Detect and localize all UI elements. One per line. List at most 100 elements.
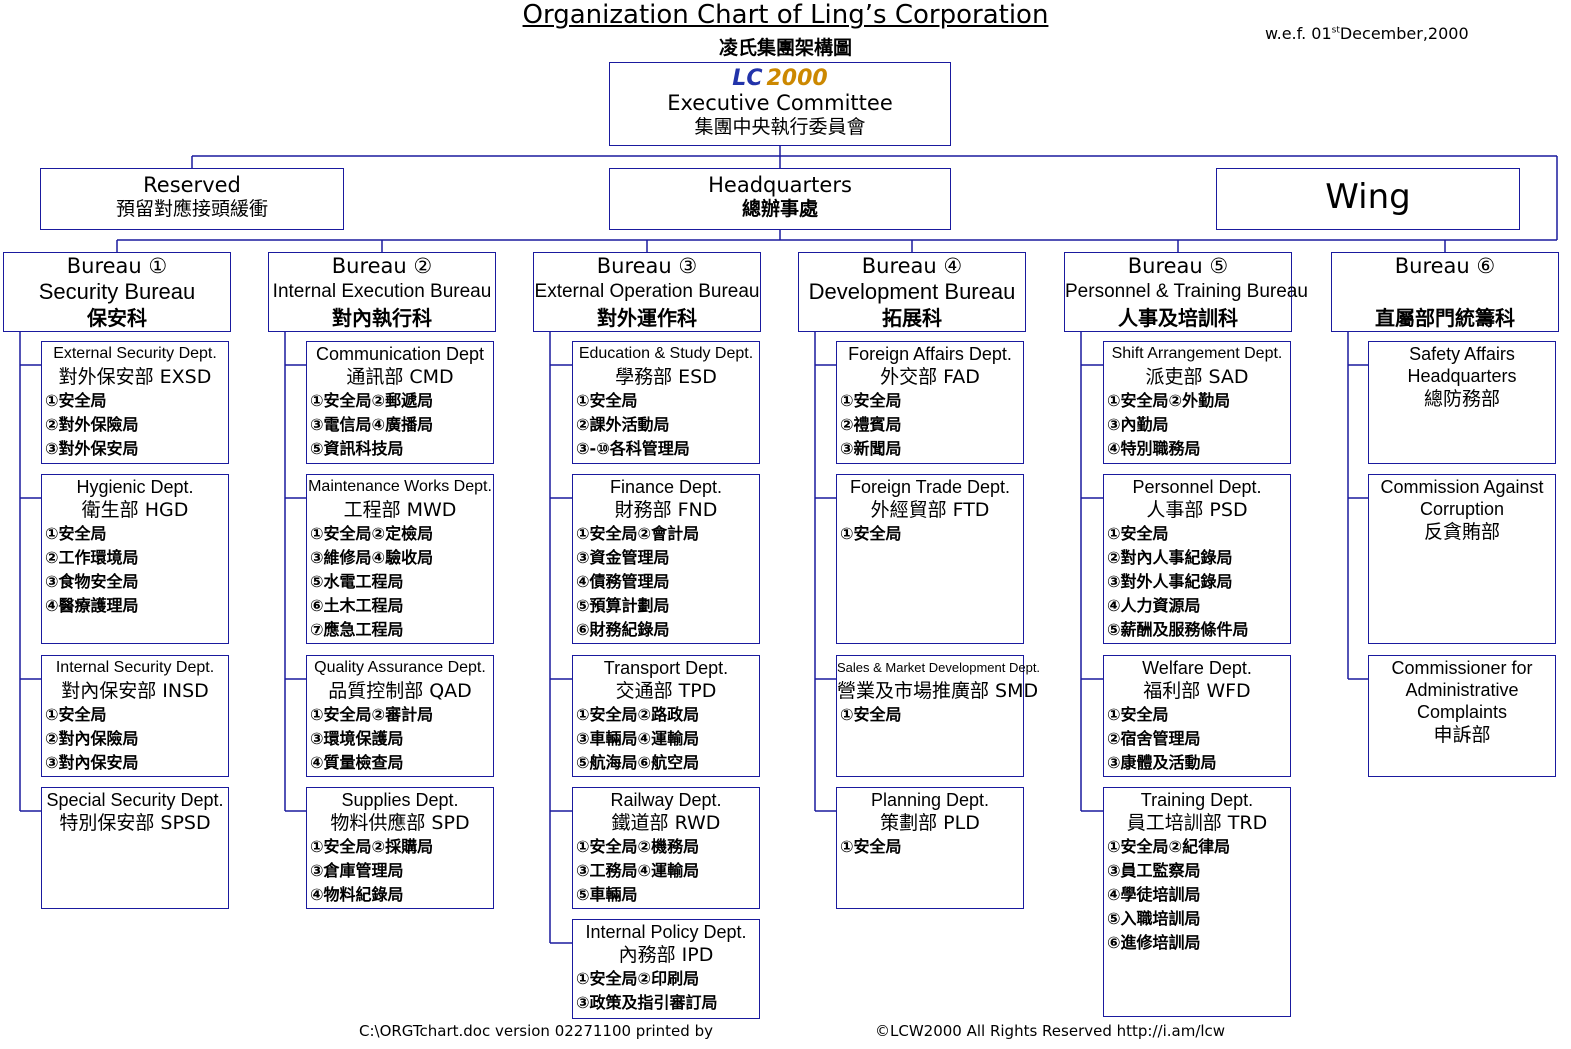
department-name-en: Welfare Dept. [1142,658,1252,678]
department-name-en: Personnel Dept. [1132,477,1262,497]
department-name-en: Sales & Market Development Dept. [837,660,1041,675]
department-name-en: Railway Dept. [610,790,722,810]
department-sub-bureau: ⑥財務紀錄局 [576,620,670,639]
department-name-zh: 交通部 TPD [615,680,717,702]
wing-label: Wing [1325,177,1411,217]
department-name-en: Education & Study Dept. [578,345,754,362]
department-sub-bureau: ⑤資訊科技局 [310,439,404,458]
department-sub-bureau: ①安全局 [1107,705,1169,724]
department-name-zh: 衛生部 HGD [81,499,189,521]
department-sub-bureau: ③電信局④廣播局 [310,415,434,434]
department-name-zh: 總防務部 [1423,388,1500,410]
department-name-en: Shift Arrangement Dept. [1111,345,1283,362]
footer-right: ©LCW2000 All Rights Reserved http://i.am… [875,1022,1226,1040]
department-sub-bureau: ③環境保護局 [310,729,404,748]
department-sub-bureau: ③員工監察局 [1107,861,1201,880]
bureau-name-en: Development Bureau [808,279,1016,304]
department-sub-bureau: ①安全局 [45,391,107,410]
headquarters-box: Headquarters 總辦事處 [609,168,951,230]
bureau-name-zh: 對外運作科 [597,306,697,330]
bureau-number: Bureau ④ [861,254,963,278]
department-name-en: Foreign Affairs Dept. [848,344,1012,364]
department-name-zh: 品質控制部 QAD [328,680,472,702]
department-name-zh: 反貪賄部 [1423,521,1500,543]
bureau-box: Bureau ② Internal Execution Bureau 對內執行科 [268,252,496,332]
department-sub-bureau: ③康體及活動局 [1107,753,1217,772]
department-sub-bureau: ⑤水電工程局 [310,572,404,591]
chart-title: Organization Chart of Ling’s Corporation [522,0,1049,30]
effective-date: w.e.f. 01stDecember,2000 [1265,24,1469,43]
department-name-zh: 工程部 MWD [343,499,457,521]
department-sub-bureau: ④人力資源局 [1107,596,1201,615]
footer-left: C:\ORGTchart.doc version 02271100 printe… [359,1022,713,1040]
bureau-name-zh: 保安科 [87,306,147,330]
department-name-zh: Headquarters [1407,366,1517,386]
department-name-zh: 員工培訓部 TRD [1126,812,1268,834]
department-sub-bureau: ①安全局②郵遞局 [310,391,434,410]
department-sub-bureau: ④物料紀錄局 [310,885,404,904]
department-sub-bureau: ③對外人事紀錄局 [1107,572,1233,591]
department-name-en: External Security Dept. [53,345,217,362]
department-box: Special Security Dept.特別保安部 SPSD [41,787,229,909]
department-name-en: Commissioner for [1391,658,1533,678]
department-sub-bureau: ⑤車輛局 [576,885,638,904]
department-sub-bureau: ①安全局②路政局 [576,705,700,724]
department-sub-bureau: ②對內人事紀錄局 [1107,548,1233,567]
department-name-zh: 學務部 ESD [615,366,717,388]
department-name-en: Safety Affairs [1409,344,1515,364]
bureau-number: Bureau ② [331,254,433,278]
department-sub-bureau: ①安全局②審計局 [310,705,434,724]
wing-box: Wing [1216,168,1520,230]
department-sub-bureau: ①安全局②紀律局 [1107,837,1231,856]
department-sub-bureau: ①安全局 [840,837,902,856]
department-name-en: Internal Security Dept. [55,659,215,676]
department-sub-bureau: ③政策及指引審訂局 [576,993,718,1012]
department-sub-bureau: ①安全局②印刷局 [576,969,700,988]
department-name-en: Training Dept. [1140,790,1254,810]
department-sub-bureau: ①安全局 [1107,524,1169,543]
department-sub-bureau: ⑥進修培訓局 [1107,933,1201,952]
department-name-zh: 鐵道部 RWD [611,812,721,834]
department-sub-bureau: ③內勤局 [1107,415,1169,434]
department-name-en: Supplies Dept. [341,790,459,810]
department-sub-bureau: ③-⑩各科管理局 [576,439,690,458]
department-sub-bureau: ①安全局 [45,705,107,724]
executive-committee-box: LC 2000 Executive Committee 集團中央執行委員會 [609,62,951,146]
department-name-zh: 內務部 IPD [618,944,714,966]
department-name-en: Commission Against [1380,477,1544,497]
department-name-zh: 營業及市場推廣部 SMD [837,680,1039,702]
department-name-en: Foreign Trade Dept. [849,477,1011,497]
department-sub-bureau: ⑤航海局⑥航空局 [576,753,700,772]
bureau-number: Bureau ① [66,254,168,278]
department-name-en: Finance Dept. [609,477,723,497]
department-name-zh: Corruption [1419,499,1505,519]
bureau-name-en: External Operation Bureau [534,281,760,302]
bureau-name-en: Internal Execution Bureau [272,281,492,302]
department-sub-bureau: ④特別職務局 [1107,439,1201,458]
department-sub-bureau: ②課外活動局 [576,415,670,434]
department-sub-bureau: ③對內保安局 [45,753,139,772]
department-name-en-line3: Complaints [1416,702,1508,722]
department-name-en: Transport Dept. [603,658,729,678]
bureau-name-zh: 人事及培訓科 [1118,306,1238,330]
bureau-name-zh: 對內執行科 [332,306,432,330]
department-sub-bureau: ①安全局 [45,524,107,543]
chart-subtitle: 凌氏集團架構圖 [718,37,852,59]
bureau-name-zh: 直屬部門統籌科 [1375,306,1515,330]
department-sub-bureau: ②對外保險局 [45,415,139,434]
department-sub-bureau: ③倉庫管理局 [310,861,404,880]
